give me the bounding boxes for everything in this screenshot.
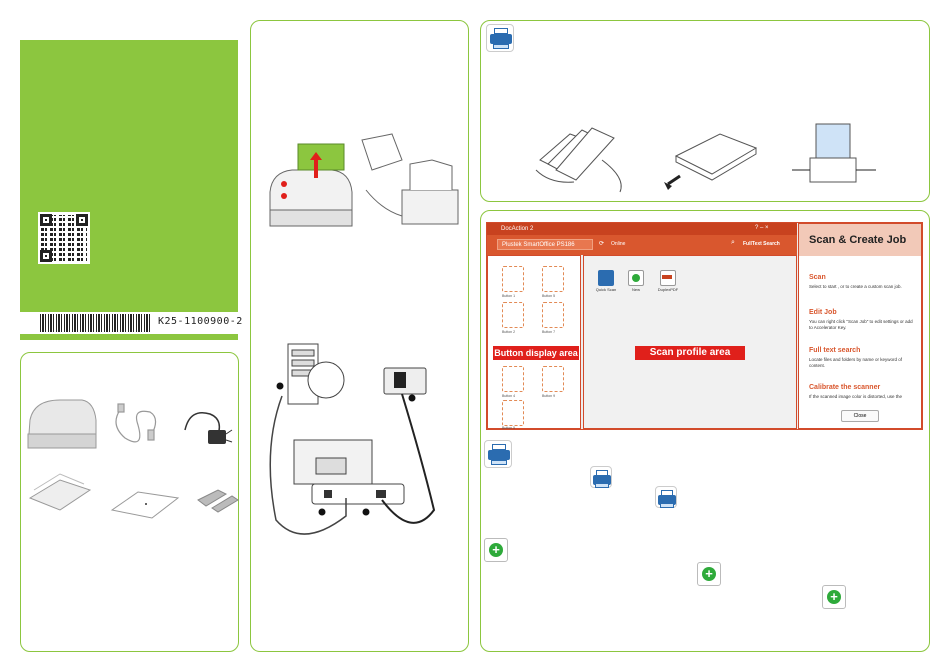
slot-label: Button 4 [502,394,516,398]
slot-label: Button 5 [502,426,516,430]
edit-heading: Edit Job [809,309,837,316]
scan-profile-area: Quick Scan New DuplexPDF [583,255,797,429]
plus-circle-icon: + [822,585,846,609]
button-slot[interactable] [542,266,564,292]
scanner-printer-icon [655,486,677,508]
close-button[interactable]: Close [841,410,879,422]
scanner-printer-icon [486,24,514,52]
plus-circle-icon: + [697,562,721,586]
setup-steps-panel [250,20,469,652]
search-heading: Full text search [809,347,861,354]
calibrate-heading: Calibrate the scanner [809,384,881,391]
profile-new[interactable]: New [624,270,648,292]
slot-label: Button 5 [542,294,556,298]
package-contents-illustrations [27,399,239,519]
barcode [40,314,150,332]
button-slot[interactable] [542,302,564,328]
power-adapter-illustration [184,412,233,444]
cable-connection-illustration [269,343,436,535]
scanner-illustration [27,399,97,449]
button-slot[interactable] [502,266,524,292]
paper-guides-illustration [197,489,239,513]
paper-prep-panel [480,20,930,202]
app-toolbar: Plustek SmartOffice PS186 ⟳ Online ⌕ Ful… [487,235,797,255]
cover-panel [20,40,238,340]
profile-quick-scan[interactable]: Quick Scan [594,270,618,292]
app-title-bar: DocAction 2 [487,223,797,235]
slot-label: Button 1 [502,294,516,298]
slot-label: Button 2 [502,330,516,334]
fulltext-search-link[interactable]: FullText Search [743,241,780,247]
scan-heading: Scan [809,274,826,281]
scan-create-job-panel: Scan & Create Job Scan Select to start ,… [798,223,922,429]
calibrate-text: If the scanned image color is distorted,… [809,394,903,399]
scan-profile-area-label: Scan profile area [635,346,745,360]
tray-install-illustration [269,133,459,227]
edit-text: You can right click "Scan Job" to edit s… [809,319,913,330]
docaction-window: DocAction 2 ? – × Plustek SmartOffice PS… [486,222,923,430]
qr-code [38,212,90,264]
paper-prep-illustrations [535,123,876,193]
scan-text: Select to start , or to create a custom … [809,284,902,289]
profile-duplexpdf[interactable]: DuplexPDF [656,270,680,292]
paper-tray-illustration [28,473,92,511]
scanner-printer-icon [484,440,512,468]
button-slot[interactable] [542,366,564,392]
usb-cable-illustration [115,403,157,443]
calibration-sheet-illustration [110,491,180,519]
search-text: Locate files and folders by name or keyw… [809,357,903,368]
software-panel [480,210,930,652]
button-slot[interactable] [502,366,524,392]
button-slot[interactable] [502,302,524,328]
slot-label: Button 7 [542,330,556,334]
search-icon[interactable]: ⌕ [731,239,735,246]
status-text: Online [611,241,626,247]
refresh-icon[interactable]: ⟳ [599,241,605,247]
side-panel-title: Scan & Create Job [799,224,921,256]
barcode-number: K25-1100900-2 [158,316,243,327]
device-select[interactable]: Plustek SmartOffice PS186 [497,239,593,250]
package-contents-panel [20,352,239,652]
button-slot[interactable] [502,400,524,426]
plus-circle-icon: + [484,538,508,562]
slot-label: Button 9 [542,394,556,398]
scanner-printer-icon [590,466,612,488]
window-controls[interactable]: ? – × [755,225,769,231]
button-display-area: Button 1 Button 5 Button 2 Button 7 Butt… [487,255,581,430]
button-display-area-label: Button display area [493,346,579,360]
